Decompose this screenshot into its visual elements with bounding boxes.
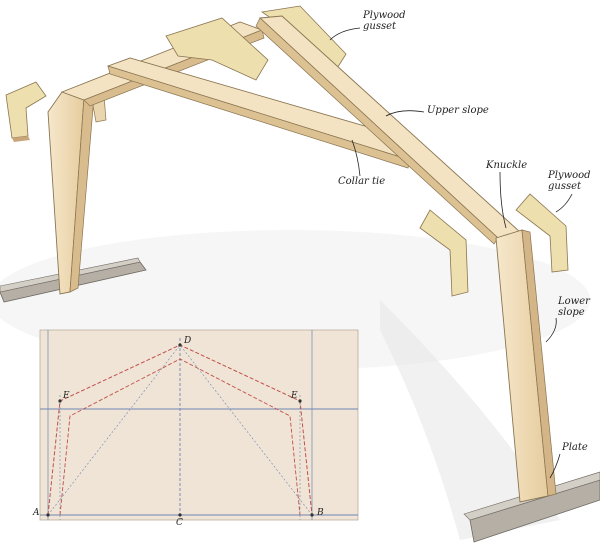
- label-plate: Plate: [562, 442, 588, 453]
- label-plywood-gusset-top: Plywood gusset: [363, 10, 406, 32]
- label-point-a: A: [33, 508, 40, 518]
- point-a-marker: [46, 513, 50, 517]
- gusset-back-left: [5, 81, 47, 139]
- leader-collar-tie: [351, 139, 361, 177]
- point-c-marker: [178, 513, 182, 517]
- label-collar-tie: Collar tie: [338, 176, 386, 187]
- label-plywood-gusset-right: Plywood gusset: [548, 170, 591, 192]
- point-e-right-marker: [298, 399, 302, 403]
- leader-lower-slope: [545, 317, 557, 343]
- leader-plate: [549, 453, 561, 479]
- label-knuckle: Knuckle: [486, 160, 528, 171]
- label-point-d: D: [184, 336, 192, 346]
- gusset-front-right: [515, 193, 569, 273]
- label-lower-slope: Lower slope: [558, 296, 590, 318]
- point-e-left-marker: [58, 399, 62, 403]
- label-point-e-left: E: [63, 391, 70, 401]
- label-upper-slope: Upper slope: [427, 105, 489, 116]
- right-upper-slope-side: [255, 17, 499, 245]
- layout-inset: [39, 329, 359, 521]
- gusset-back-right: [419, 209, 469, 297]
- gusset-back-left-edge: [12, 136, 30, 142]
- collar-tie-side: [107, 65, 411, 169]
- leader-plywood-gusset-top: [329, 27, 361, 41]
- leader-upper-slope: [385, 110, 425, 117]
- label-point-e-right: E: [291, 391, 298, 401]
- leader-plywood-gusset-right: [555, 193, 573, 213]
- label-point-b: B: [317, 508, 324, 518]
- label-point-c: C: [176, 518, 183, 528]
- right-lower-slope-side: [521, 229, 557, 497]
- point-b-marker: [310, 513, 314, 517]
- gusset-top-left: [165, 17, 269, 81]
- truss-profile-inner: [59, 358, 301, 516]
- floor-shadow-right: [380, 300, 560, 540]
- point-d-marker: [178, 343, 182, 347]
- leader-knuckle: [499, 171, 507, 229]
